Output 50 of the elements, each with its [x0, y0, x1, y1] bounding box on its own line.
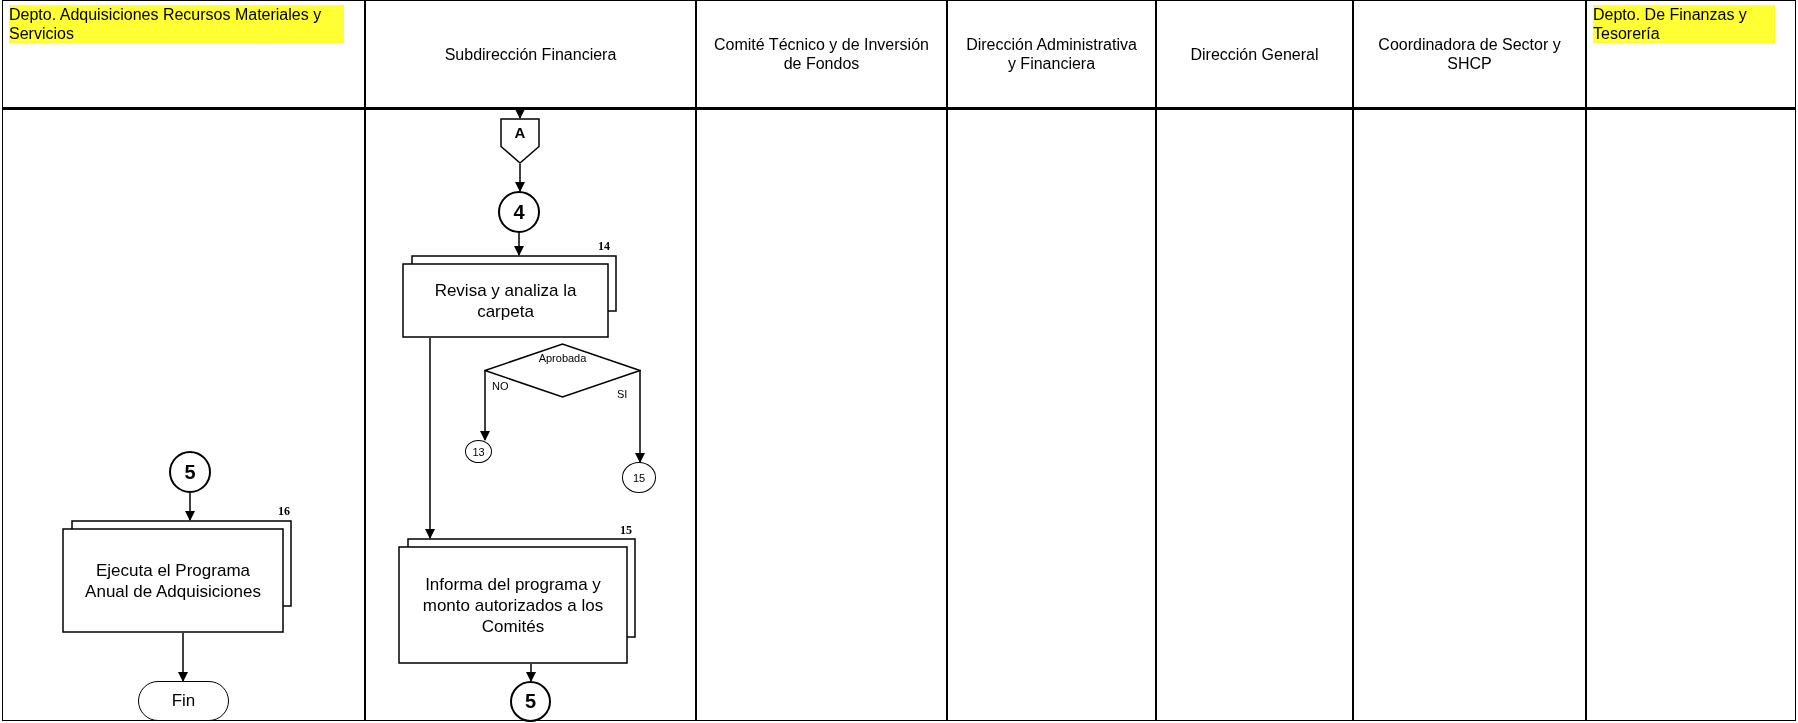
step-number: 14 — [598, 239, 610, 254]
arrow — [185, 492, 195, 521]
swimlane — [2, 0, 365, 721]
swimlane — [1156, 0, 1353, 721]
lane-title: Comité Técnico y de Inversión de Fondos — [713, 35, 930, 73]
edge-label: NO — [492, 380, 509, 392]
swimlane — [947, 0, 1156, 721]
node-label: 13 — [471, 444, 486, 460]
connector-circle — [622, 462, 656, 493]
arrow — [526, 663, 536, 682]
node-label: Revisa y analiza la carpeta — [433, 279, 578, 323]
lane-title: Subdirección Financiera — [443, 44, 618, 64]
swimlane — [1353, 0, 1586, 721]
node-label: 4 — [512, 199, 526, 225]
terminator — [138, 681, 229, 721]
connector-circle — [510, 681, 551, 722]
decision-diamond — [484, 343, 641, 398]
node-label: 5 — [183, 459, 197, 485]
arrow — [515, 163, 525, 192]
connector-circle — [169, 451, 211, 493]
node-label: 15 — [631, 470, 647, 486]
node-label: 5 — [523, 689, 538, 714]
arrow — [480, 369, 490, 441]
lane-title: Coordinadora de Sector y SHCP — [1377, 35, 1562, 73]
swimlane — [696, 0, 947, 721]
process-box — [402, 255, 617, 338]
step-number: 16 — [278, 504, 290, 519]
process-box — [398, 538, 636, 664]
lane-title: Depto. De Finanzas y Tesorería — [1593, 5, 1775, 43]
step-number: 15 — [620, 523, 632, 538]
arrow — [425, 337, 435, 539]
edge-label: SI — [617, 388, 628, 400]
node-label: Informa del programa y monto autorizados a los Comités — [421, 573, 605, 638]
process-box — [62, 520, 292, 633]
lane-title: Depto. Adquisiciones Recursos Materiales y Servicios — [9, 5, 344, 43]
node-label: Fin — [170, 690, 197, 712]
arrow — [514, 232, 524, 256]
arrow — [178, 632, 188, 682]
arrow — [515, 108, 525, 119]
decision-label: Aprobada — [537, 351, 588, 366]
arrow — [635, 369, 645, 463]
swimlane — [1586, 0, 1796, 721]
node-label: Ejecuta el Programa Anual de Adquisiciones — [84, 559, 262, 603]
off-page-connector — [500, 118, 540, 164]
node-label: A — [513, 123, 527, 144]
lane-title: Dirección Administrativa y Financiera — [965, 35, 1138, 73]
swimlane — [365, 0, 696, 721]
connector-circle — [498, 191, 540, 233]
connector-circle — [465, 440, 492, 463]
lane-title: Dirección General — [1189, 44, 1320, 64]
